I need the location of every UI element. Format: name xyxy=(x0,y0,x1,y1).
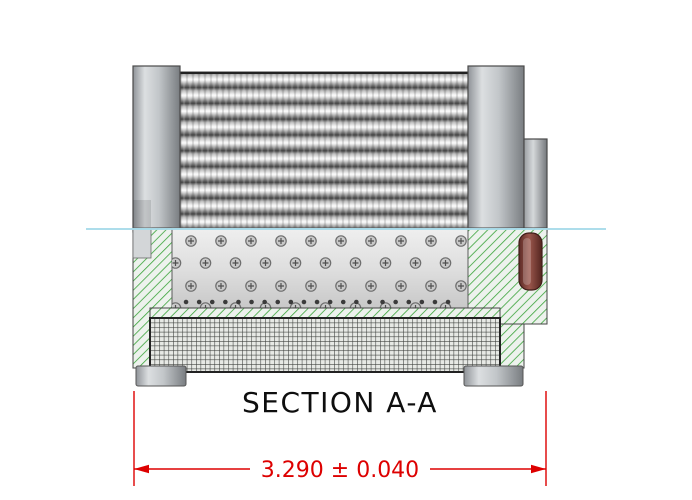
right-bottom-flange xyxy=(463,365,524,387)
upper-half-elevation xyxy=(132,65,548,233)
seal-highlight xyxy=(523,238,531,285)
dimension-arrow-left xyxy=(134,464,149,474)
filter-pleat-media xyxy=(179,71,469,231)
dimension-arrow-right xyxy=(531,464,546,474)
outlet-spigot xyxy=(523,138,548,233)
left-cap-inner-step xyxy=(132,227,152,259)
section-label: SECTION A-A xyxy=(242,386,438,419)
wire-mesh-screen xyxy=(149,317,501,373)
dimension-lines xyxy=(133,391,547,486)
left-end-cap xyxy=(132,65,181,233)
left-bottom-flange xyxy=(135,365,187,387)
left-end-cap-step xyxy=(133,200,151,232)
lower-half-section xyxy=(132,227,548,387)
right-end-cap xyxy=(467,65,525,233)
seal-oring xyxy=(518,232,543,291)
core-tube-perforations xyxy=(172,228,468,312)
dimension-text: 3.290 ± 0.040 xyxy=(261,458,419,483)
